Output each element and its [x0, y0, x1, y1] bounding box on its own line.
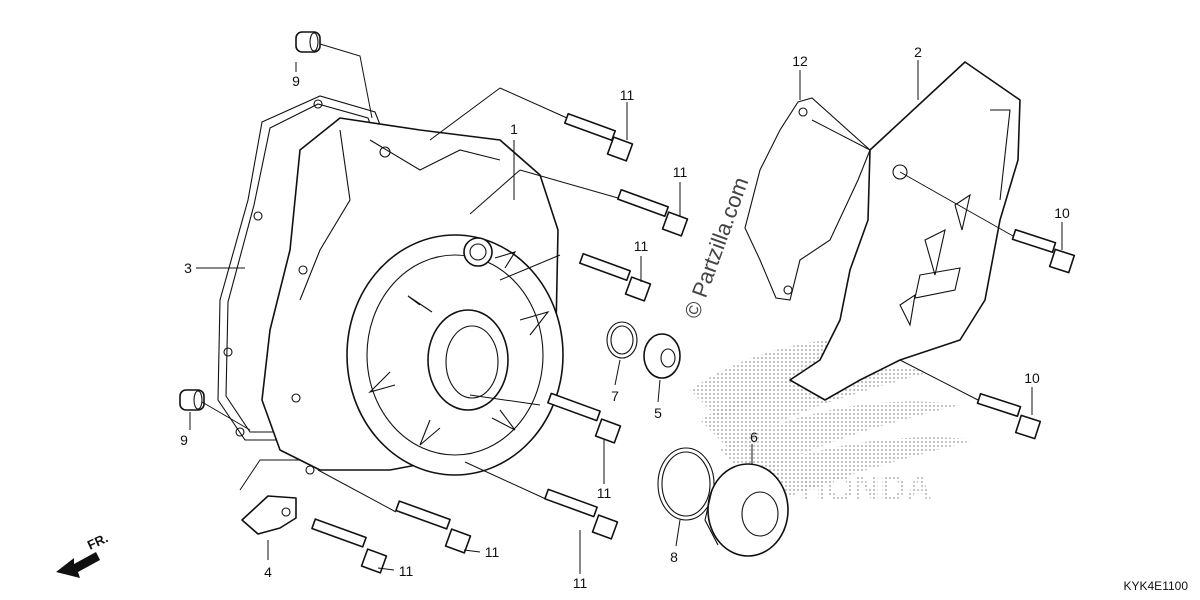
callout-11-g: 11	[399, 563, 414, 579]
leader-lines	[189, 43, 1063, 574]
callout-11-e: 11	[573, 575, 588, 591]
callout-8: 8	[670, 549, 678, 565]
bolt-part-11	[563, 112, 634, 162]
dowel-pin-part-9-top	[295, 31, 321, 53]
gasket-hole	[783, 285, 793, 295]
front-direction-arrow: FR.	[56, 530, 110, 578]
o-ring-part-7	[606, 321, 638, 359]
callout-6: 6	[750, 429, 758, 445]
callout-3: 3	[184, 260, 192, 276]
bolt-part-11	[544, 488, 619, 540]
diagram-code: KYK4E1100	[1124, 579, 1189, 593]
bolt-part-11	[395, 500, 472, 554]
callout-11-b: 11	[673, 164, 688, 180]
bolt-part-10	[976, 392, 1042, 440]
callout-11-d: 11	[597, 485, 612, 501]
gasket-hole	[253, 211, 263, 221]
honda-logo-text: HONDA	[800, 467, 932, 508]
gasket-hole	[798, 107, 808, 117]
crankcase-cover-part-1	[261, 117, 564, 476]
gasket-hole	[223, 347, 233, 357]
callout-1: 1	[510, 121, 518, 137]
cap-part-6	[704, 463, 789, 557]
o-ring-part-7-inner	[610, 325, 634, 355]
callout-11-f: 11	[485, 544, 500, 560]
callout-5: 5	[654, 405, 662, 421]
callout-4: 4	[264, 564, 272, 580]
bolt-part-11	[311, 518, 388, 574]
bolt-part-11	[616, 188, 689, 237]
bolt-part-11	[547, 392, 622, 444]
gasket-hole	[313, 99, 323, 109]
callout-11-c: 11	[634, 238, 649, 254]
callout-10-b: 10	[1024, 370, 1040, 386]
o-ring-part-8-inner	[661, 451, 711, 517]
callout-9-top: 9	[292, 73, 300, 89]
callout-9-bottom: 9	[180, 432, 188, 448]
callout-2: 2	[914, 44, 922, 60]
callout-12: 12	[792, 53, 808, 69]
plug-part-5	[643, 333, 681, 379]
front-direction-label: FR.	[85, 530, 110, 552]
clamp-part-4	[241, 495, 297, 535]
bolt-part-11	[578, 252, 652, 302]
gasket-hole	[235, 427, 245, 437]
watermark-text: © Partzilla.com	[679, 174, 753, 322]
callout-10-a: 10	[1054, 205, 1070, 221]
dowel-pin-part-9-bottom	[179, 389, 205, 411]
o-ring-part-8	[657, 447, 715, 521]
bolt-part-10	[1011, 228, 1076, 274]
clamp-hole	[281, 507, 291, 517]
outer-cover-part-2	[789, 61, 1021, 401]
callout-7: 7	[611, 388, 619, 404]
callout-11-a: 11	[620, 87, 635, 103]
